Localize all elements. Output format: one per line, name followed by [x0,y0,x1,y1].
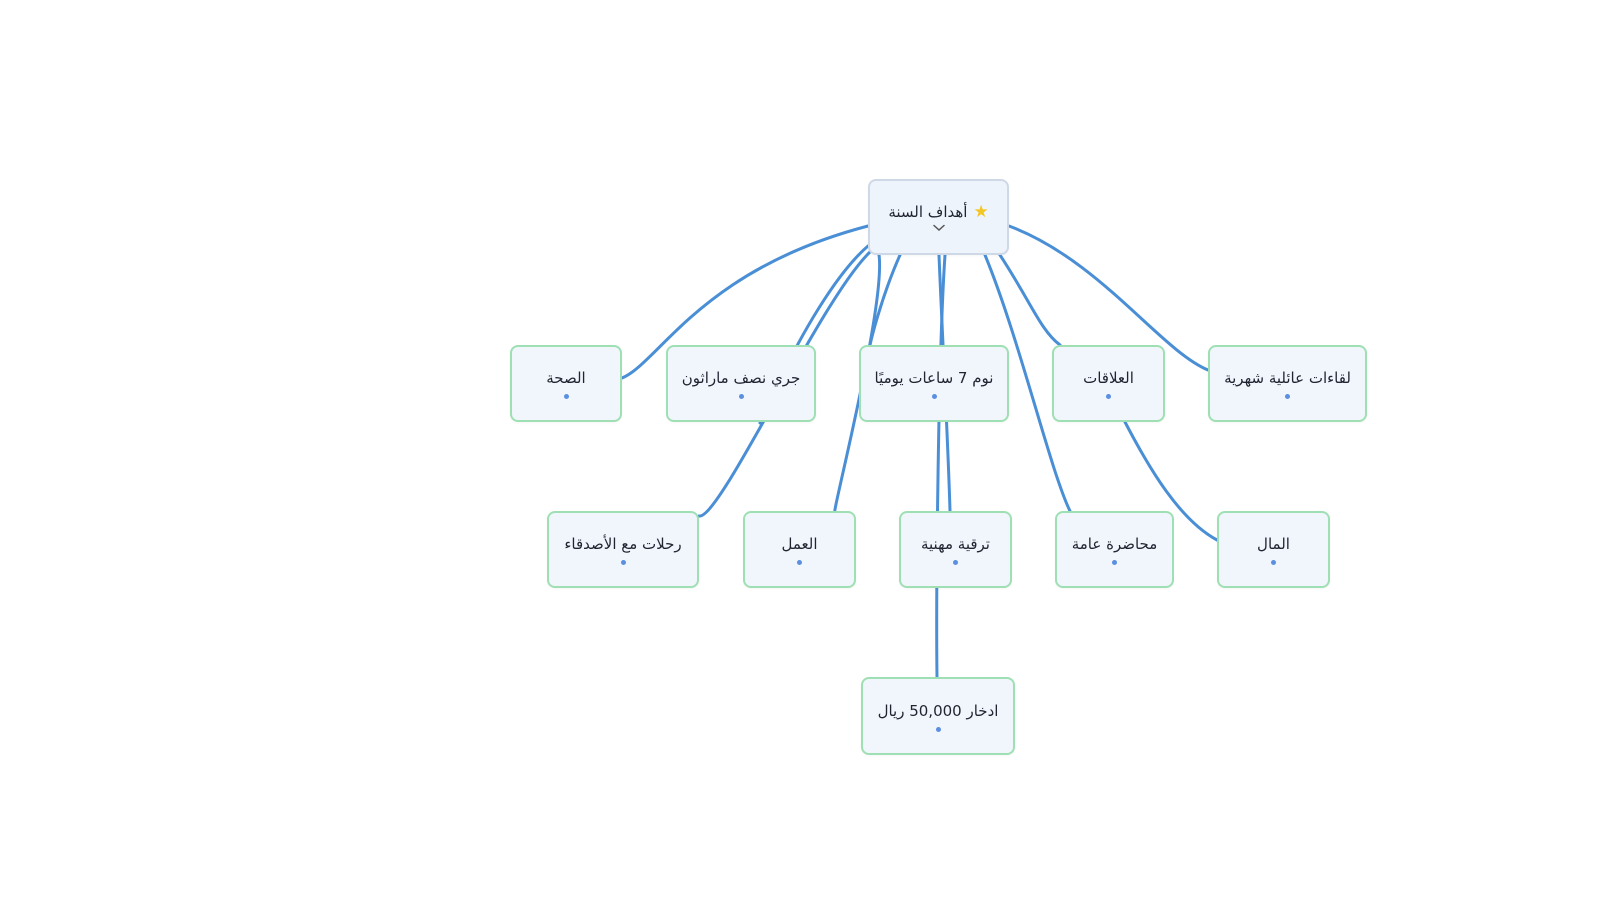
node-dot [1285,394,1290,399]
node-label: لقاءات عائلية شهرية [1224,369,1351,387]
node-savings[interactable]: ادخار 50,000 ريال [861,677,1015,755]
node-sleep[interactable]: نوم 7 ساعات يوميًا [859,345,1009,422]
node-dot [931,394,937,399]
node-family[interactable]: لقاءات عائلية شهرية [1208,345,1367,422]
node-relations[interactable]: العلاقات [1052,345,1165,422]
node-dot [797,560,802,565]
node-marathon[interactable]: جري نصف ماراثون [666,345,816,422]
node-label: ادخار 50,000 ريال [877,701,999,720]
node-trips[interactable]: رحلات مع الأصدقاء [547,511,699,588]
node-label: نوم 7 ساعات يوميًا [874,369,994,387]
node-dot [1271,560,1276,565]
node-label: الصحة [546,369,586,387]
node-dot [620,560,626,565]
star-icon: ★ [973,202,989,222]
node-money[interactable]: المال [1217,511,1330,588]
edge-root-money [935,253,947,679]
node-label: العلاقات [1083,369,1134,387]
node-dot [1112,560,1117,565]
edge-root-work [868,253,902,347]
node-dot [563,394,569,399]
node-lecture[interactable]: محاضرة عامة [1055,511,1174,588]
root-title-row: أهداف السنة ★ [888,202,988,222]
node-dot [738,394,744,399]
chevron-down-icon[interactable] [932,224,945,232]
node-promotion[interactable]: ترقية مهنية [899,511,1012,588]
node-dot [935,726,941,732]
node-health[interactable]: الصحة [510,345,622,422]
root-node[interactable]: أهداف السنة ★ [868,179,1009,255]
node-label: رحلات مع الأصدقاء [564,535,682,553]
node-label: ترقية مهنية [920,535,990,553]
node-dot [1106,394,1111,399]
node-dot [953,560,958,565]
node-label: محاضرة عامة [1071,535,1158,553]
node-label: العمل [781,535,818,553]
node-label: المال [1257,535,1290,553]
node-work[interactable]: العمل [743,511,856,588]
edge-relations-family [996,250,1062,347]
root-label: أهداف السنة [888,203,968,221]
node-label: جري نصف ماراثون [681,369,801,387]
